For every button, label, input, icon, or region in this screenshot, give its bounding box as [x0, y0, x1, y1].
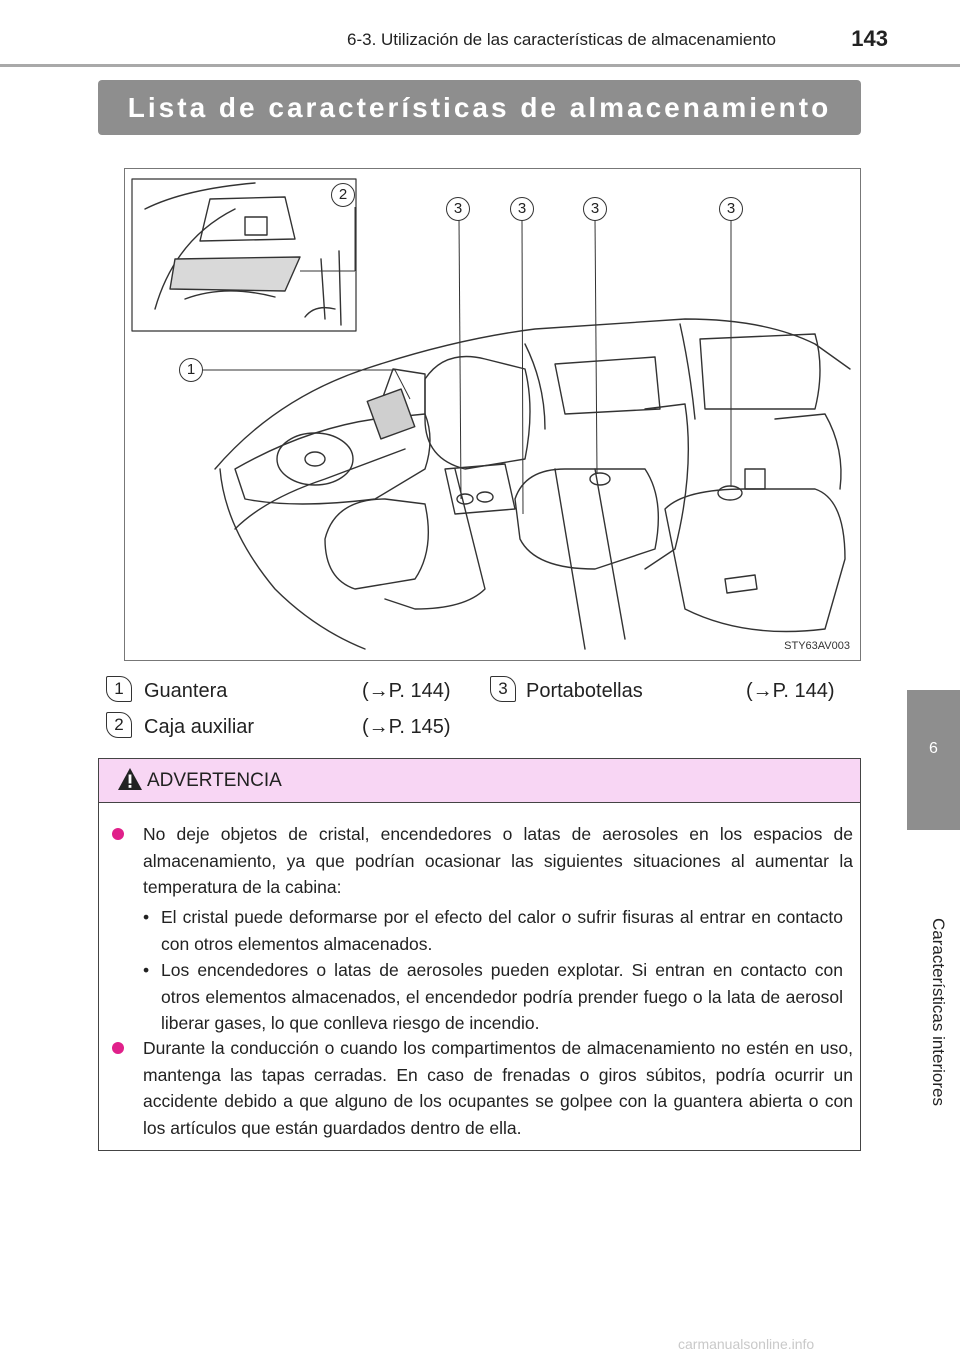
page-number: 143 — [851, 26, 888, 51]
callout-3-d: 3 — [719, 197, 743, 221]
warning-item-1: No deje objetos de cristal, encendedores… — [143, 824, 853, 897]
header-divider — [0, 64, 960, 67]
callout-3-a: 3 — [446, 197, 470, 221]
legend-badge-1: 1 — [106, 676, 132, 702]
figure-code: STY63AV003 — [784, 640, 850, 652]
callout-3-c: 3 — [583, 197, 607, 221]
section-title-bar: Lista de características de almacenamien… — [98, 80, 861, 135]
warning-bullet-1 — [112, 828, 124, 840]
callout-2: 2 — [331, 183, 355, 207]
warning-subitem-1: El cristal puede deformarse por el efect… — [143, 904, 843, 957]
chapter-number: 6 — [929, 740, 938, 757]
warning-subitem-2: Los encendedores o latas de aerosoles pu… — [143, 957, 843, 1037]
warning-triangle-icon — [118, 768, 142, 790]
callout-1: 1 — [179, 358, 203, 382]
callout-3-b: 3 — [510, 197, 534, 221]
legend-ref-2: (→P. 145) — [362, 716, 451, 738]
interior-illustration: 2 1 3 3 3 3 STY63AV003 — [124, 168, 861, 661]
warning-title: ADVERTENCIA — [147, 770, 282, 791]
glove-box-shape — [366, 388, 416, 440]
legend-label-3: Portabotellas — [526, 680, 643, 702]
warning-box: ADVERTENCIA No deje objetos de cristal, … — [98, 758, 861, 1151]
running-header: 6-3. Utilización de las características … — [347, 30, 776, 49]
warning-item-2: Durante la conducción o cuando los compa… — [143, 1038, 853, 1138]
legend-ref-3: (→P. 144) — [746, 680, 835, 702]
page-title: Lista de características de almacenamien… — [127, 92, 832, 123]
legend-label-2: Caja auxiliar — [144, 716, 255, 738]
warning-header: ADVERTENCIA — [99, 759, 860, 803]
legend-badge-3: 3 — [490, 676, 516, 702]
inset-frame — [131, 178, 357, 332]
warning-bullet-2 — [112, 1042, 124, 1054]
car-interior-drawing — [131, 178, 851, 650]
legend-badge-2: 2 — [106, 712, 132, 738]
legend-ref-1: (→P. 144) — [362, 680, 451, 702]
legend-label-1: Guantera — [144, 680, 228, 702]
watermark: carmanualsonline.info — [678, 1336, 815, 1352]
chapter-label: Características interiores — [929, 917, 948, 1107]
chapter-tab: 6 — [907, 690, 960, 830]
